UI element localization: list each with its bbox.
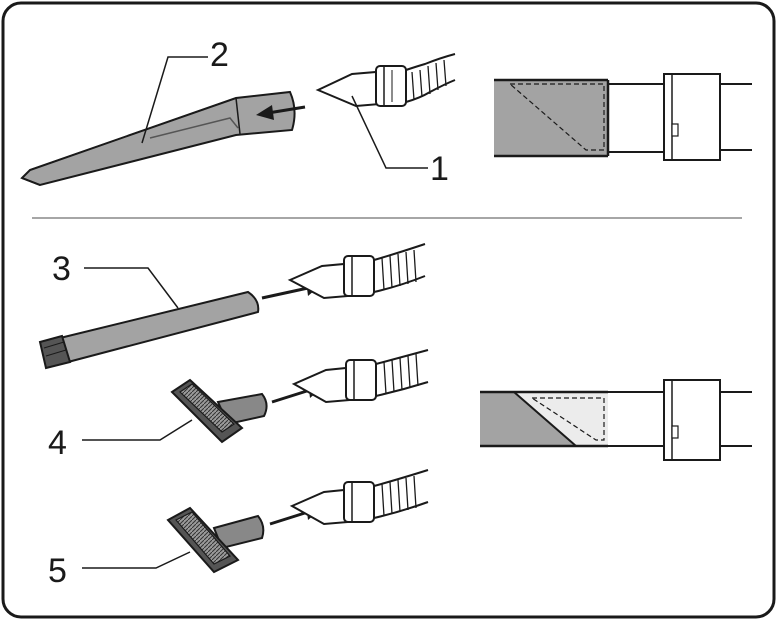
upholstery-tool (170, 378, 268, 444)
leader-line-2 (141, 56, 208, 144)
callout-3: 3 (52, 250, 71, 288)
leader-line-3 (84, 267, 179, 309)
callout-2: 2 (210, 36, 229, 74)
extension-tube (38, 290, 260, 370)
insertion-arrow-icon (256, 105, 306, 120)
dusting-brush (166, 506, 265, 574)
leader-line-1 (351, 95, 428, 169)
callout-4: 4 (48, 424, 67, 462)
hose-4 (291, 349, 429, 404)
detail-inset-top (494, 73, 752, 161)
leader-line-5 (82, 551, 191, 569)
hose-5 (289, 469, 429, 526)
callout-5: 5 (48, 552, 67, 590)
crevice-tool (20, 90, 296, 187)
hose-3 (287, 243, 426, 300)
hose-top (315, 53, 456, 108)
leader-line-4 (82, 419, 193, 441)
detail-inset-bottom (480, 379, 752, 461)
callout-1: 1 (430, 150, 449, 188)
